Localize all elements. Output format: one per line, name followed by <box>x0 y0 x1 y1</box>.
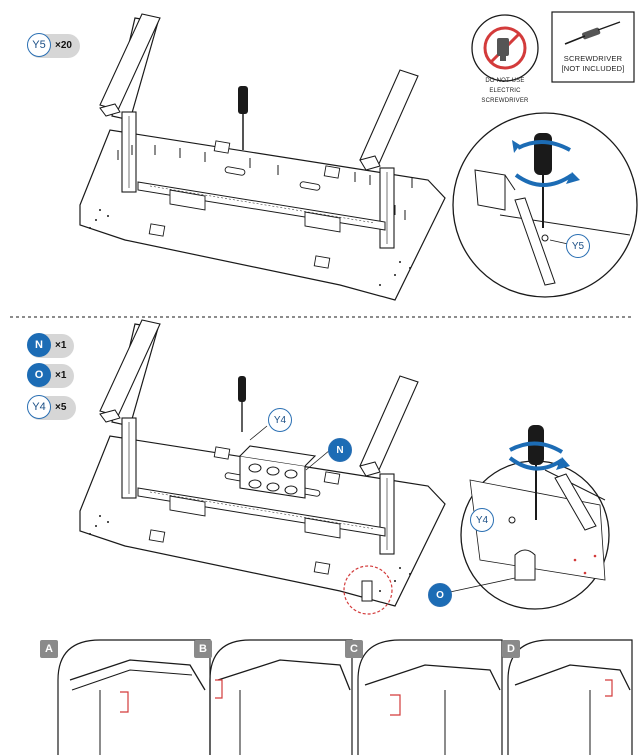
panel-label-b: B <box>194 640 212 658</box>
callout-y5-zoom: Y5 <box>566 234 590 258</box>
panel-c-illustration <box>357 639 503 755</box>
part-qty-y4: ×5 <box>55 402 67 413</box>
part-badge-y4: Y4 <box>27 395 51 419</box>
callout-y4-zoom: Y4 <box>470 508 494 532</box>
part-badge-o: O <box>27 363 51 387</box>
panel-d-illustration <box>507 639 633 755</box>
callout-o-clip: O <box>428 583 452 607</box>
part-qty-o: ×1 <box>55 370 67 381</box>
option-panels <box>57 639 633 755</box>
screwdriver-label-line2: [NOT INCLUDED] <box>561 64 625 73</box>
callout-n-bracket: N <box>328 438 352 462</box>
part-qty-y5: ×20 <box>55 40 72 51</box>
panel-a-illustration <box>57 639 211 755</box>
panel-label-a: A <box>40 640 58 658</box>
part-badge-y5: Y5 <box>27 33 51 57</box>
no-electric-screwdriver-icon <box>471 14 539 82</box>
screwdriver-tool-box <box>551 11 635 83</box>
part-badge-n: N <box>27 333 51 357</box>
step2-zoom-detail <box>460 425 610 610</box>
panel-label-c: C <box>345 640 363 658</box>
part-qty-n: ×1 <box>55 340 67 351</box>
step1-desk <box>79 13 446 301</box>
step2-desk <box>79 319 446 615</box>
callout-y4-screw: Y4 <box>268 408 292 432</box>
panel-b-illustration <box>209 639 353 755</box>
screwdriver-label-line1: SCREWDRIVER <box>563 54 623 63</box>
step1-zoom-detail <box>452 112 638 298</box>
panel-label-d: D <box>502 640 520 658</box>
warning-label: DO NOT USE ELECTRIC SCREWDRIVER <box>481 78 529 104</box>
